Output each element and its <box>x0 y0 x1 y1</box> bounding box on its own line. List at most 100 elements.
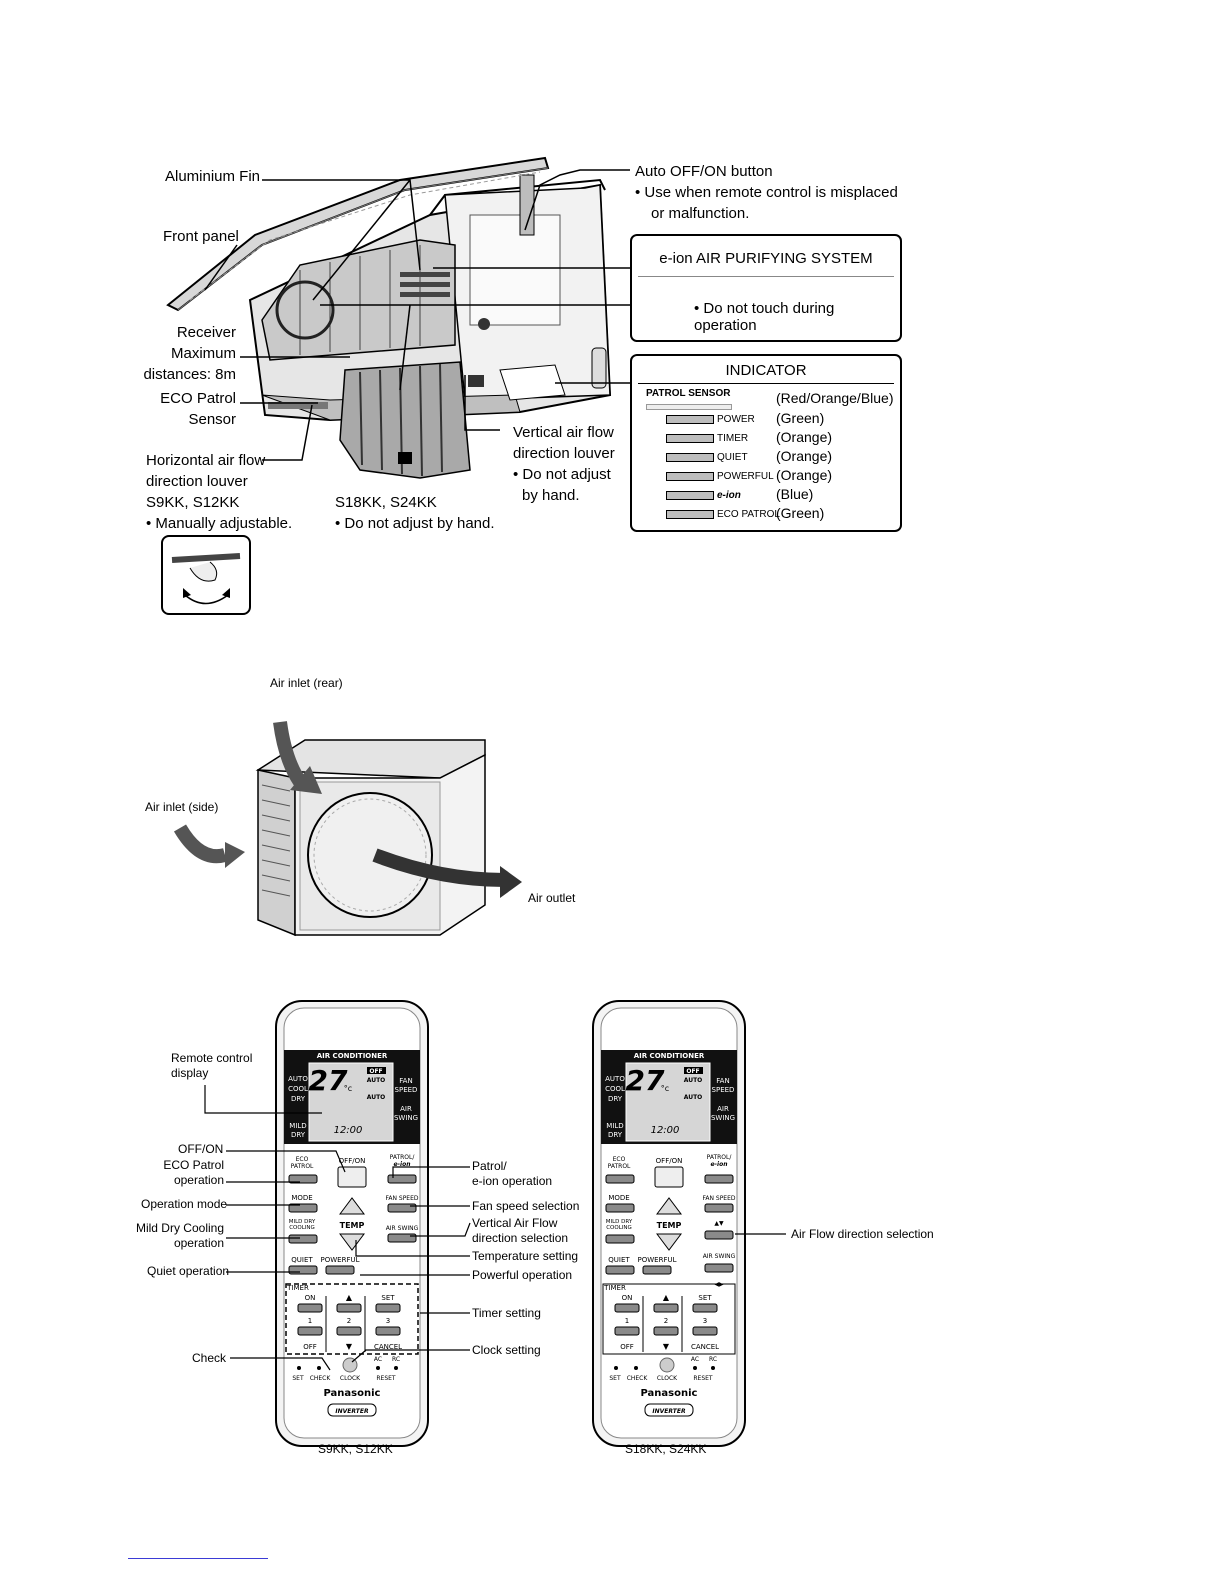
remote-timer-num: 3 <box>703 1317 707 1325</box>
indicator-name: POWER <box>717 414 755 425</box>
remote-mode-label: MODE <box>291 1194 312 1202</box>
remote-off-label: OFF <box>303 1343 317 1351</box>
remote-leader-line <box>204 1085 322 1114</box>
remote-quiet-button <box>605 1265 635 1275</box>
remote-off: OFF <box>369 1068 382 1075</box>
remote-bottom-label: SET <box>609 1375 621 1382</box>
remote-swing-text: AIR <box>717 1105 729 1113</box>
remote-down-label: ▼ <box>663 1342 670 1351</box>
indicator-row-e-ion: e-ion <box>666 490 741 501</box>
remote-leader-line <box>392 1166 470 1178</box>
remote-patrol-text: PATROL/ <box>707 1154 733 1161</box>
label-air-outlet: Air outlet <box>528 891 576 905</box>
remote-eco-button <box>605 1174 635 1184</box>
remote-pin-dot <box>634 1366 638 1370</box>
indicator-name: e-ion <box>717 490 741 501</box>
remote-bottom-label: RC <box>392 1356 400 1363</box>
remote-brand: Panasonic <box>324 1388 381 1399</box>
remote-unit: °c <box>661 1084 669 1093</box>
remote-cancel-label: CANCEL <box>691 1343 719 1351</box>
remote-timer-top-button <box>297 1303 323 1313</box>
remote-mode-label: MODE <box>608 1194 629 1202</box>
remote-lcd <box>625 1062 711 1142</box>
indicator-name: ECO PATROL <box>717 509 780 520</box>
remote-eco-text: ECO <box>613 1156 626 1163</box>
remote-bottom-label: CHECK <box>310 1375 332 1382</box>
eco-sensor-line: Sensor <box>188 411 236 428</box>
remote-timer-top-button <box>614 1303 640 1313</box>
label-vertical-flow: Vertical Air Flow direction selection <box>472 1216 568 1246</box>
patrol-sensor-bar <box>646 404 732 410</box>
remote-offon-text: OFF/ON <box>656 1157 683 1165</box>
indicator-color-timer: (Orange) <box>776 429 833 445</box>
remote-cancel-label: CANCEL <box>374 1343 402 1351</box>
vertical-line-2: direction louver <box>513 445 615 462</box>
remote-unit: °c <box>344 1084 352 1093</box>
remote-swing-label: AIR SWING <box>386 1225 419 1232</box>
label-front-panel: Front panel <box>163 228 239 245</box>
remote-mode-text: AUTO <box>288 1075 308 1083</box>
remote-bottom-label: AC <box>691 1356 699 1363</box>
remote-auto-1: AUTO <box>684 1077 703 1084</box>
indicator-lamp <box>666 433 714 443</box>
remote-pin-dot <box>376 1366 380 1370</box>
remote-timer-frame <box>602 1283 736 1355</box>
remote-patrol-text: e-ion <box>393 1161 410 1168</box>
remote-pin-dot <box>693 1366 697 1370</box>
remote-bottom-label: CLOCK <box>657 1375 678 1382</box>
patrol-line-2: e-ion operation <box>472 1174 553 1188</box>
remote-timer-num: 2 <box>347 1317 351 1325</box>
receiver-distance-line: distances: 8m <box>143 366 236 383</box>
indicator-lamp <box>666 509 714 519</box>
remote-quiet-button <box>288 1265 318 1275</box>
remote-eco-text: PATROL <box>608 1163 631 1170</box>
remote-timer-label: TIMER <box>603 1284 626 1292</box>
remote-inverter-badge <box>644 1403 694 1417</box>
horizontal-line-2: direction louver <box>146 473 248 490</box>
remote-mode-button <box>605 1203 635 1213</box>
remote-mild-button <box>288 1234 318 1244</box>
remote-mode-text: AUTO <box>605 1075 625 1083</box>
remote-temp-up <box>656 1197 682 1215</box>
remote-set-label: SET <box>698 1294 712 1302</box>
indicator-row-eco-patrol: ECO PATROL <box>666 509 780 520</box>
remote-bottom-label: RC <box>709 1356 717 1363</box>
footer-link-underline <box>128 1558 268 1559</box>
auto-note-2: or malfunction. <box>651 205 750 222</box>
remote-bottom-label: CLOCK <box>340 1375 361 1382</box>
remote-mild-text: MILD <box>606 1122 623 1130</box>
remote-timer-num: 1 <box>308 1317 312 1325</box>
receiver-line: Receiver <box>176 324 236 341</box>
s18-note: • Do not adjust by hand. <box>335 515 495 532</box>
remote-inverter-badge <box>327 1403 377 1417</box>
indicator-row-powerful: POWERFUL <box>666 471 774 482</box>
remote-pin-dot <box>317 1366 321 1370</box>
remote-swing-button <box>387 1233 417 1243</box>
indoor-unit-drawing <box>161 156 691 615</box>
remote-powerful-label: POWERFUL <box>321 1256 360 1264</box>
remote-time: 12:00 <box>651 1125 680 1136</box>
remote-temp-down <box>339 1233 365 1251</box>
remote-patrol-text: e-ion <box>710 1161 727 1168</box>
remote-mild-label: MILD DRY <box>289 1219 316 1225</box>
label-powerful: Powerful operation <box>472 1268 573 1282</box>
indicator-name: QUIET <box>717 452 748 463</box>
label-eco-patrol-op: ECO Patrol operation <box>150 1158 224 1188</box>
indicator-row-power: POWER <box>666 414 755 425</box>
label-operation-mode: Operation mode <box>141 1197 228 1211</box>
remote-powerful-button <box>325 1265 355 1275</box>
indicator-color-eco-patrol: (Green) <box>776 505 825 521</box>
remote-auto-2: AUTO <box>684 1094 703 1101</box>
remote-offon-button <box>654 1166 684 1188</box>
remote-mild-label: COOLING <box>289 1225 315 1231</box>
remote-temp: 27 <box>626 1064 665 1097</box>
remote-set-label: SET <box>381 1294 395 1302</box>
remote-mild-label: MILD DRY <box>606 1219 633 1225</box>
remote-lcd <box>308 1062 394 1142</box>
remote-timer-bottom-button <box>375 1326 401 1336</box>
label-check: Check <box>192 1351 227 1365</box>
label-s18-louver: S18KK, S24KK • Do not adjust by hand. <box>335 492 495 534</box>
remote-fan-text: SPEED <box>395 1086 418 1094</box>
remote-mild-text: DRY <box>608 1131 623 1139</box>
remote-fan-button <box>704 1203 734 1213</box>
